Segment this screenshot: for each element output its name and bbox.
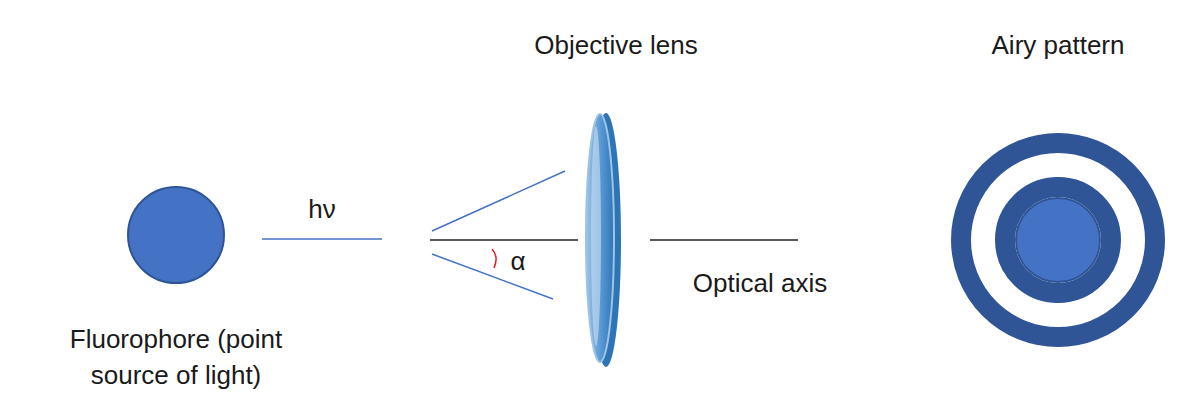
pattern-label: Airy pattern: [992, 27, 1125, 65]
objective-lens: [586, 114, 614, 362]
optical-axis-line: [430, 239, 578, 241]
airy-ring: [961, 143, 1155, 337]
angle-arc: [492, 249, 496, 268]
axis-label: Optical axis: [693, 265, 827, 303]
lens-highlight: [591, 126, 601, 346]
cone-ray: [432, 171, 565, 231]
photon-label: hν: [308, 191, 335, 229]
optical-axis-line: [650, 239, 798, 241]
photon-line: [262, 238, 382, 240]
airy-disc: [1016, 198, 1100, 282]
fluorophore-label: Fluorophore (point source of light): [51, 321, 301, 394]
fluorophore-circle: [128, 187, 224, 283]
airy-ring: [1005, 187, 1111, 293]
lens-label: Objective lens: [534, 27, 697, 65]
cone-ray: [432, 254, 553, 299]
angle-label: α: [510, 243, 525, 281]
